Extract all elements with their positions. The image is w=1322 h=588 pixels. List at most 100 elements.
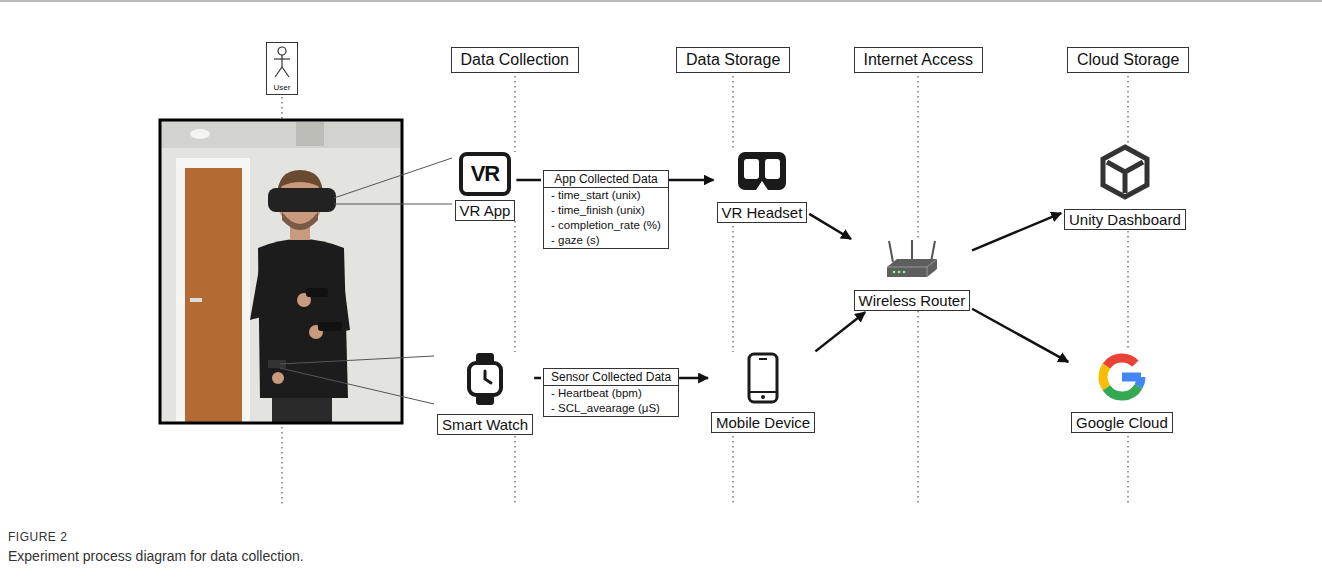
drawing-part [274,47,290,77]
drawing-part [296,122,324,146]
drawing-part [465,352,505,406]
top-rule [0,0,1322,2]
leader-line [334,204,452,205]
drawing-part [931,241,935,262]
drawing-part [761,395,765,399]
drawing-part [1103,366,1106,388]
node-label: VR Headset [717,202,808,223]
flow-arrow [815,312,865,351]
data-field: - gaze (s) [544,233,668,248]
app-node: VRVR App [454,152,517,221]
lifeline [732,76,733,505]
flow-arrow [669,179,714,182]
drawing-part [160,120,402,148]
drawing-part [485,371,491,383]
drawing-part [749,391,777,393]
drawing-part [318,322,342,331]
drawing-part [898,271,901,274]
drawing-part [271,45,293,79]
drawing-part [281,55,282,67]
lane-header: Internet Access [854,47,983,73]
drawing-part [268,188,336,212]
lane-header: Data Collection [451,47,580,73]
leader-line [280,368,434,404]
drawing-part [1103,358,1141,396]
drawing-part [738,152,786,190]
drawing-part [272,372,284,384]
flow-arrow [809,214,851,239]
drawing-part [756,181,768,190]
drawing-part [282,212,318,230]
lane-title: Data Storage [686,51,780,69]
lane-title: Internet Access [864,51,973,69]
device-icon [746,352,780,408]
drawing-part [190,298,202,302]
drawing-part [282,67,289,77]
drawing-part [190,129,210,139]
drawing-part [1103,147,1147,197]
drawing-part [736,148,788,194]
device-icon [883,240,941,286]
node-label: Wireless Router [854,290,971,311]
actor-figure [271,45,293,83]
device-icon [465,352,505,410]
drawing-part [160,120,402,423]
leader-line [280,356,434,364]
data-field: - time_start (unix) [544,188,668,203]
flow-arrow [516,179,541,182]
drawing-part [278,47,286,55]
drawing-part [275,67,282,77]
drawing-part [1107,162,1143,193]
drawing-part [903,271,906,274]
node-label: Google Cloud [1071,412,1173,433]
flow-arrow [679,377,708,380]
data-field: - Heartbeat (bpm) [544,386,678,401]
flow-arrow [972,213,1061,250]
drawing-part [749,354,777,402]
drawing-part [887,259,937,277]
lifelines [282,76,1128,505]
drawing-part [258,239,348,398]
vr-icon: VR [459,152,511,196]
drawing-part [765,159,780,179]
flow-arrow [534,377,541,380]
drawing-part [889,241,893,262]
data-box: App Collected Data- time_start (unix)- t… [543,170,669,249]
device-node: Unity Dashboard [1063,143,1187,230]
data-field: - completion_rate (%) [544,218,668,233]
drawing-part [893,271,896,274]
data-box-title: App Collected Data [544,171,668,188]
node-label: Unity Dashboard [1064,209,1186,230]
lane-header: Data Storage [676,47,790,73]
leader-line [334,158,452,198]
drawing-part [160,120,402,423]
device-node: VR Headset [716,148,809,223]
actor-label: User [274,83,291,92]
drawing-part [469,363,501,395]
drawing-part [274,58,290,59]
user-photo [160,120,402,423]
data-box: Sensor Collected Data- Heartbeat (bpm)- … [543,368,679,417]
lifeline [514,76,515,505]
lane-header: Cloud Storage [1067,47,1189,73]
drawing-part [759,358,767,360]
device-node: Wireless Router [853,240,972,311]
drawing-part [1106,358,1135,366]
data-field: - time_finish (unix) [544,203,668,218]
device-node: Mobile Device [710,352,816,433]
data-box-title: Sensor Collected Data [544,369,678,386]
drawing-part [911,240,913,260]
flow-arrow [972,309,1068,362]
figure-caption: Experiment process diagram for data coll… [8,548,304,564]
device-node: Google Cloud [1070,350,1174,433]
drawing-part [306,288,328,297]
drawing-part [1122,373,1141,382]
node-label: Smart Watch [437,414,533,435]
lane-title: Cloud Storage [1077,51,1179,69]
lane-title: Data Collection [461,51,570,69]
device-icon [736,148,788,198]
drawing-part [1099,143,1151,201]
drawing-part [887,259,937,277]
